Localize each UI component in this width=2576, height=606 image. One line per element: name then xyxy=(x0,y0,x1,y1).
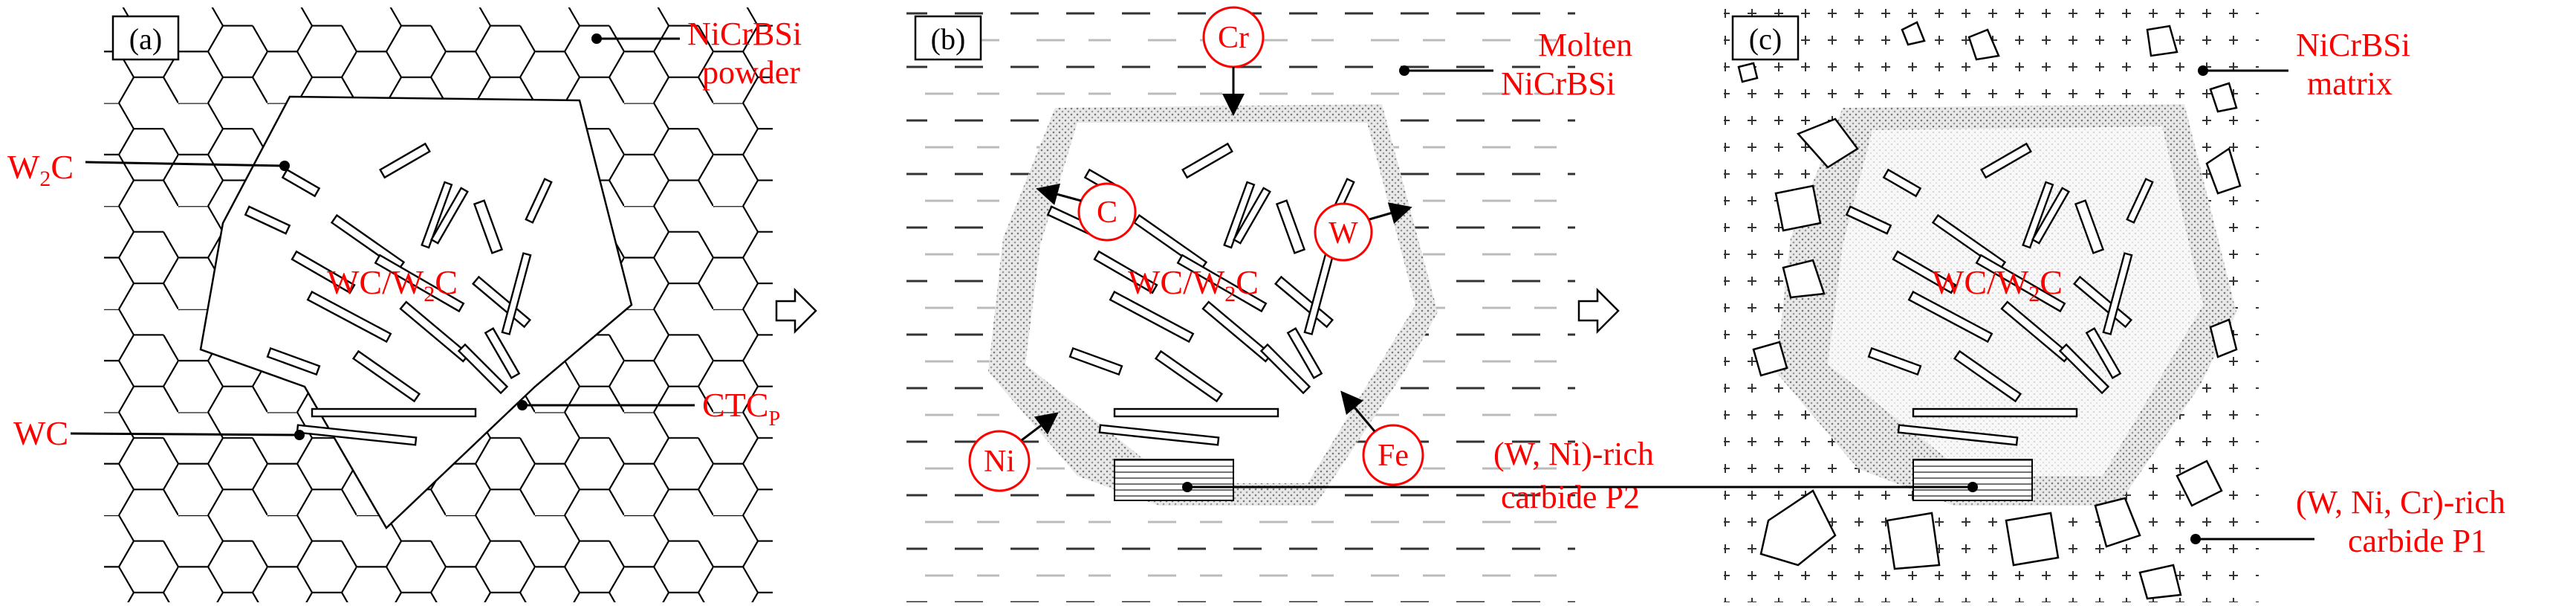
dot-p2 xyxy=(1182,482,1193,492)
panel-c-tag: (c) xyxy=(1749,22,1782,56)
leader-w2c xyxy=(85,161,285,167)
arrow-c xyxy=(1036,183,1082,205)
label-molten-1: Molten xyxy=(1538,27,1632,63)
arrow-fe xyxy=(1340,390,1376,432)
element-w-circle xyxy=(1314,202,1373,262)
element-c: C xyxy=(1097,196,1117,230)
dot-p1 xyxy=(2190,534,2201,544)
panel-b: (b) Molten NiCrBSi Cr C W Ni Fe WC/W2C xyxy=(906,6,1632,602)
panel-c: (c) NiCrBSi matrix WC/W2C (W, Ni, Cr)-ri… xyxy=(1724,7,2505,602)
label-p2-1: (W, Ni)-rich xyxy=(1493,436,1654,472)
transition-arrow-1 xyxy=(775,287,817,335)
label-molten-2: NiCrBSi xyxy=(1501,65,1615,102)
panel-b-tag-box xyxy=(914,15,982,61)
element-w: W xyxy=(1328,216,1358,251)
carbide-p2-c xyxy=(1912,459,2033,501)
dot-molten xyxy=(1399,65,1409,76)
dot-ctc xyxy=(517,400,528,410)
panel-b-tag: (b) xyxy=(931,22,966,56)
label-p1-1: (W, Ni, Cr)-rich xyxy=(2296,484,2505,520)
label-wc-w2c-c: WC/W2C xyxy=(1932,263,2063,306)
element-ni-circle xyxy=(968,430,1031,492)
element-cr: Cr xyxy=(1218,21,1249,55)
panel-a-tag-box xyxy=(111,15,180,61)
carbides-p1 xyxy=(1737,21,2242,600)
label-powder-1: NiCrBSi xyxy=(687,16,802,52)
leader-wc xyxy=(70,432,300,436)
dot-wc xyxy=(294,430,305,440)
element-fe: Fe xyxy=(1378,439,1409,473)
panel-a: (a) NiCrBSi powder W2C WC/W2C WC CTCP xyxy=(7,7,802,602)
label-wc-w2c-b: WC/W2C xyxy=(1128,263,1259,306)
label-p1-2: carbide P1 xyxy=(2348,523,2487,559)
label-wc: WC xyxy=(13,414,68,452)
label-matrix-1: NiCrBSi xyxy=(2296,27,2410,63)
panel-a-tag: (a) xyxy=(129,22,162,56)
transition-arrow-2 xyxy=(1577,287,1620,335)
label-matrix-2: matrix xyxy=(2307,65,2392,102)
element-fe-circle xyxy=(1362,424,1424,486)
dot-p2-c xyxy=(1967,482,1978,492)
arrow-w xyxy=(1369,202,1412,225)
label-powder-2: powder xyxy=(702,54,800,91)
dot-w2c xyxy=(279,161,290,171)
dot-matrix xyxy=(2198,65,2208,76)
label-wc-w2c-a: WC/W2C xyxy=(327,263,458,306)
element-c-circle xyxy=(1077,182,1137,242)
panel-c-tag-box xyxy=(1731,15,1800,61)
arrow-ni xyxy=(1021,412,1059,442)
label-ctc: CTCP xyxy=(702,386,780,431)
dot-powder xyxy=(591,33,602,44)
label-p2-2: carbide P2 xyxy=(1501,479,1640,515)
ctc-particle-c xyxy=(1828,126,2203,476)
label-w2c: W2C xyxy=(7,148,74,191)
carbide-p2-b xyxy=(1114,459,1234,501)
element-ni: Ni xyxy=(984,445,1015,479)
